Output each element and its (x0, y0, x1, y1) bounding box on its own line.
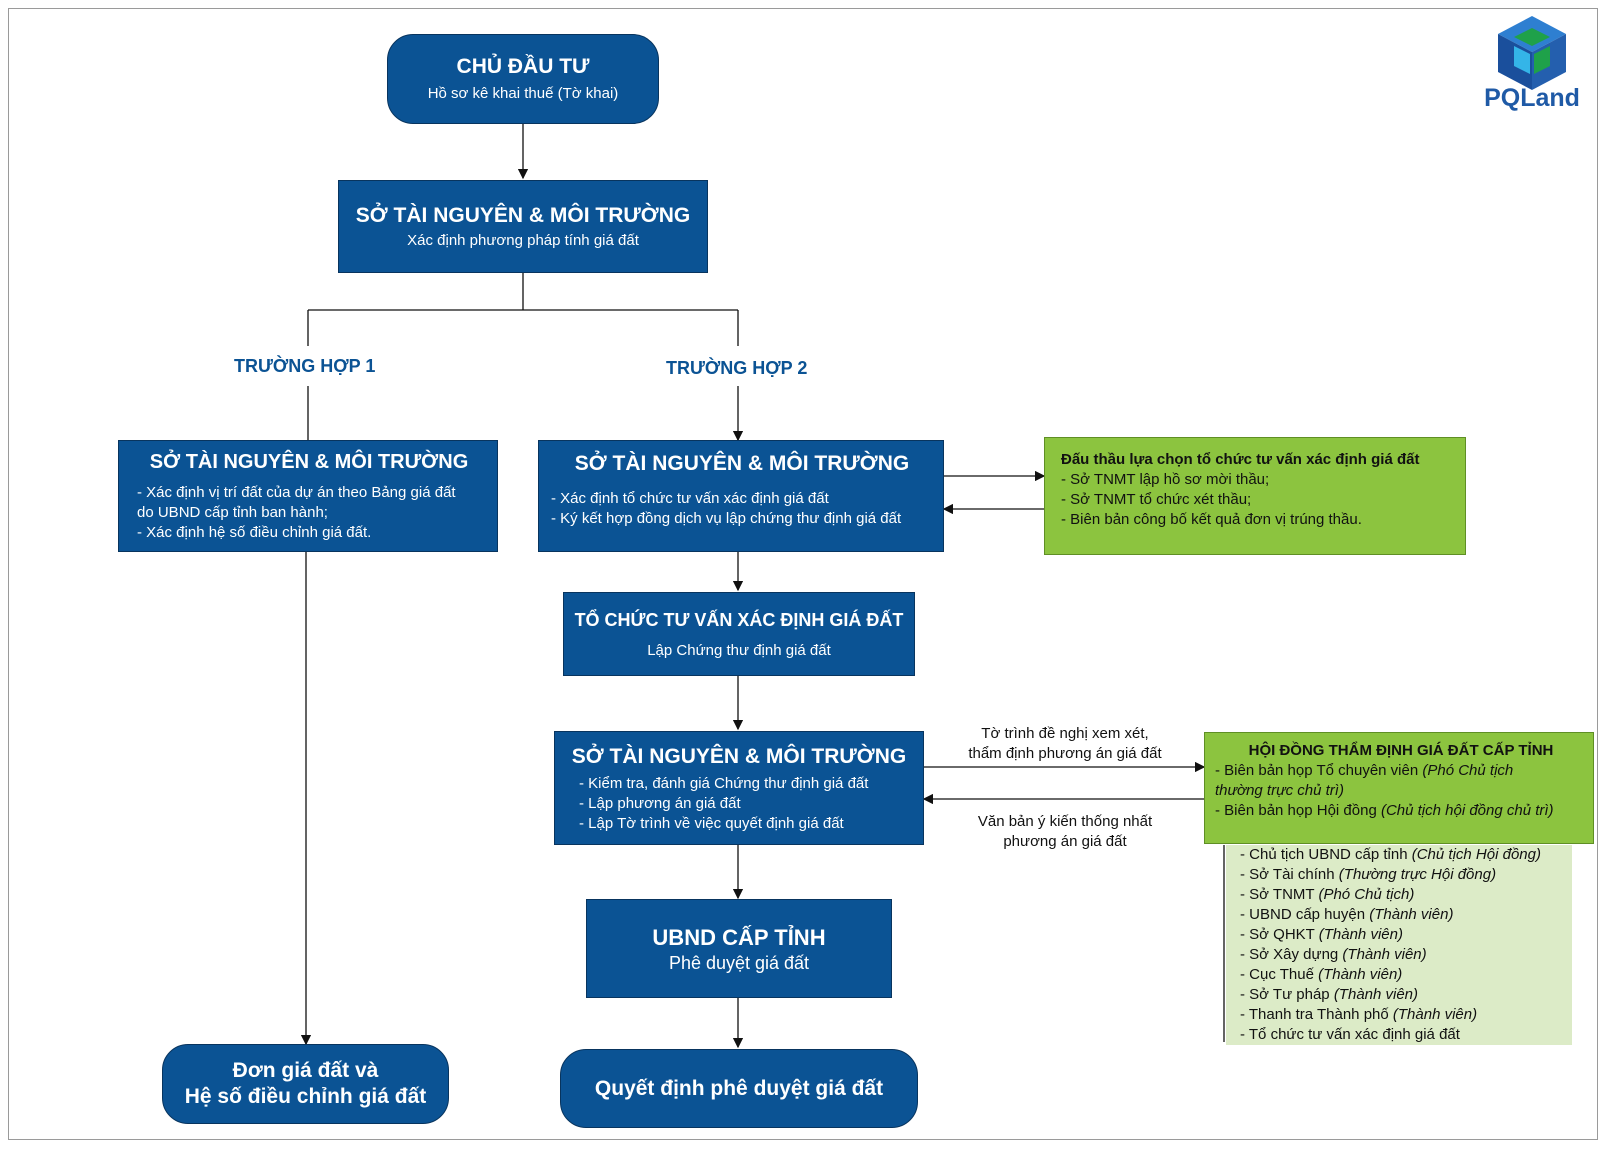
bidding-box: Đấu thầu lựa chọn tổ chức tư vấn xác địn… (1044, 437, 1466, 555)
list-item: - Lập Tờ trình về việc quyết định giá đấ… (579, 815, 844, 832)
case2-label: TRƯỜNG HỢP 2 (666, 358, 808, 378)
list-item: - Sở QHKT (Thành viên) (1240, 926, 1403, 943)
list-item: - Tổ chức tư vấn xác định giá đất (1240, 1026, 1460, 1043)
list-item: - Xác định vị trí đất của dự án theo Bản… (137, 484, 456, 501)
members-list: - Chủ tịch UBND cấp tỉnh (Chủ tịch Hội đ… (1240, 845, 1568, 1045)
note-submission-line2: thẩm định phương án giá đất (968, 745, 1162, 762)
list-item: - Sở Tư pháp (Thành viên) (1240, 986, 1419, 1003)
province-box: UBND CẤP TỈNH Phê duyệt giá đất (586, 899, 892, 998)
case1-box: SỞ TÀI NGUYÊN & MÔI TRƯỜNG - Xác định vị… (118, 440, 498, 552)
note-agreement-line1: Văn bản ý kiến thống nhất (977, 813, 1153, 830)
case2-box-title: SỞ TÀI NGUYÊN & MÔI TRƯỜNG (574, 452, 910, 475)
method-box: SỞ TÀI NGUYÊN & MÔI TRƯỜNG Xác định phươ… (338, 180, 708, 273)
list-item: - UBND cấp huyện (Thành viên) (1240, 906, 1454, 923)
list-item: - Biên bản công bố kết quả đơn vị trúng … (1061, 511, 1362, 528)
consultant-box: TỔ CHỨC TƯ VẤN XÁC ĐỊNH GIÁ ĐẤT Lập Chứn… (563, 592, 915, 676)
list-item: - Biên bản họp Tổ chuyên viên (Phó Chủ t… (1215, 762, 1514, 779)
list-item: - Chủ tịch UBND cấp tỉnh (Chủ tịch Hội đ… (1240, 846, 1541, 863)
list-item: - Sở Tài chính (Thường trực Hội đồng) (1240, 866, 1497, 883)
final-decision-title: Quyết định phê duyệt giá đất (594, 1076, 884, 1100)
list-item: do UBND cấp tỉnh ban hành; (137, 504, 328, 521)
list-item: - Ký kết hợp đồng dịch vụ lập chứng thư … (551, 510, 902, 527)
note-agreement: Văn bản ý kiến thống nhất phương án giá … (940, 812, 1190, 852)
list-item: - Sở Xây dựng (Thành viên) (1240, 946, 1427, 963)
council-list: - Biên bản họp Tổ chuyên viên (Phó Chủ t… (1215, 761, 1587, 821)
council-title: HỘI ĐỒNG THẨM ĐỊNH GIÁ ĐẤT CẤP TỈNH (1248, 742, 1554, 759)
case1-result-line1: Đơn giá đất và (232, 1059, 379, 1082)
case1-result-line2: Hệ số điều chỉnh giá đất (184, 1085, 427, 1108)
case2-box: SỞ TÀI NGUYÊN & MÔI TRƯỜNG - Xác định tổ… (538, 440, 944, 552)
diagram-frame (8, 8, 1598, 1140)
investor-title: CHỦ ĐẦU TƯ (456, 55, 590, 78)
list-item: - Sở TNMT tổ chức xét thầu; (1061, 491, 1252, 508)
list-item: - Biên bản họp Hội đồng (Chủ tịch hội đồ… (1215, 802, 1554, 819)
case1-label: TRƯỜNG HỢP 1 (234, 356, 376, 376)
list-item: - Sở TNMT (Phó Chủ tịch) (1240, 886, 1415, 903)
logo-text: PQLand (1484, 84, 1580, 112)
consultant-title: TỔ CHỨC TƯ VẤN XÁC ĐỊNH GIÁ ĐẤT (574, 610, 904, 630)
list-item: thường trực chủ trì) (1215, 782, 1344, 799)
method-sub: Xác định phương pháp tính giá đất (407, 231, 639, 249)
list-item: - Xác định hệ số điều chỉnh giá đất. (137, 524, 372, 541)
bidding-list: - Sở TNMT lập hồ sơ mời thầu; - Sở TNMT … (1061, 470, 1455, 530)
case1-result-box: Đơn giá đất và Hệ số điều chỉnh giá đất (162, 1044, 449, 1124)
note-agreement-line2: phương án giá đất (1003, 833, 1127, 850)
list-item: - Cục Thuế (Thành viên) (1240, 966, 1403, 983)
case2-box-list: - Xác định tổ chức tư vấn xác định giá đ… (551, 489, 933, 529)
list-item: - Lập phương án giá đất (579, 795, 741, 812)
review-box: SỞ TÀI NGUYÊN & MÔI TRƯỜNG - Kiểm tra, đ… (554, 731, 924, 845)
review-title: SỞ TÀI NGUYÊN & MÔI TRƯỜNG (571, 745, 907, 768)
province-title: UBND CẤP TỈNH (652, 924, 826, 950)
members-box: - Chủ tịch UBND cấp tỉnh (Chủ tịch Hội đ… (1226, 845, 1572, 1045)
investor-box: CHỦ ĐẦU TƯ Hồ sơ kê khai thuế (Tờ khai) (387, 34, 659, 124)
bidding-title: Đấu thầu lựa chọn tổ chức tư vấn xác địn… (1061, 451, 1420, 468)
note-submission: Tờ trình đề nghị xem xét, thẩm định phươ… (940, 724, 1190, 764)
list-item: - Kiểm tra, đánh giá Chứng thư định giá … (579, 775, 869, 792)
province-sub: Phê duyệt giá đất (668, 952, 810, 973)
consultant-sub: Lập Chứng thư định giá đất (647, 642, 831, 659)
final-decision-box: Quyết định phê duyệt giá đất (560, 1049, 918, 1128)
review-list: - Kiểm tra, đánh giá Chứng thư định giá … (579, 774, 913, 834)
list-item: - Sở TNMT lập hồ sơ mời thầu; (1061, 471, 1270, 488)
case1-box-list: - Xác định vị trí đất của dự án theo Bản… (137, 483, 481, 543)
investor-sub: Hồ sơ kê khai thuế (Tờ khai) (427, 85, 619, 102)
list-item: - Thanh tra Thành phố (Thành viên) (1240, 1006, 1478, 1023)
council-box: HỘI ĐỒNG THẨM ĐỊNH GIÁ ĐẤT CẤP TỈNH - Bi… (1204, 732, 1594, 844)
note-submission-line1: Tờ trình đề nghị xem xét, (981, 725, 1149, 742)
case1-box-title: SỞ TÀI NGUYÊN & MÔI TRƯỜNG (149, 451, 469, 473)
cube-logo-icon (1498, 16, 1566, 90)
list-item: - Xác định tổ chức tư vấn xác định giá đ… (551, 490, 829, 507)
method-title: SỞ TÀI NGUYÊN & MÔI TRƯỜNG (355, 203, 691, 227)
